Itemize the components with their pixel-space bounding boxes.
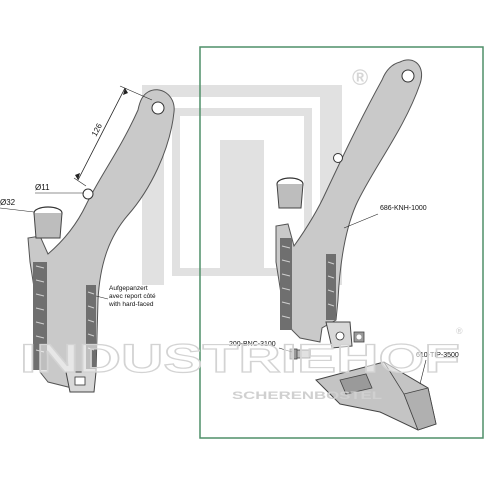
dimension-length-label: 126: [90, 121, 104, 137]
dimension-tube: Ø32: [0, 198, 35, 213]
part-number-shank: 686-KNH-1000: [380, 205, 427, 212]
dimension-hole: Ø11: [35, 183, 84, 194]
hole-diameter-label: Ø11: [35, 183, 50, 192]
note-line-3: with hard-faced: [108, 301, 154, 308]
label-bolt: 200-BNC-3100: [229, 341, 293, 353]
right-shank: [275, 59, 422, 349]
tube-diameter-label: Ø32: [0, 198, 16, 207]
detail-frame: [199, 46, 484, 439]
label-tip: 610-TIP-3500: [416, 352, 459, 385]
tip-part: [315, 361, 437, 431]
nut-part: [353, 331, 365, 343]
label-shank: 686-KNH-1000: [343, 205, 427, 229]
left-shank: [27, 89, 175, 393]
note-line-1: Aufgepanzert: [109, 285, 148, 292]
part-number-tip: 610-TIP-3500: [416, 352, 459, 359]
note-line-2: avec report côté: [109, 293, 156, 300]
watermark-registered: ®: [352, 65, 368, 90]
watermark-registered-small: ®: [456, 326, 463, 336]
watermark-sub: SCHERENBOSTEL: [232, 390, 382, 402]
part-number-bolt: 200-BNC-3100: [229, 341, 276, 348]
hardfacing-note: Aufgepanzert avec report côté with hard-…: [95, 285, 156, 308]
bolt-part: [289, 348, 311, 360]
watermark-brand: INDUSTRIEHOF: [20, 337, 460, 381]
watermark-text: INDUSTRIEHOF SCHERENBOSTEL ® ®: [19, 65, 463, 402]
